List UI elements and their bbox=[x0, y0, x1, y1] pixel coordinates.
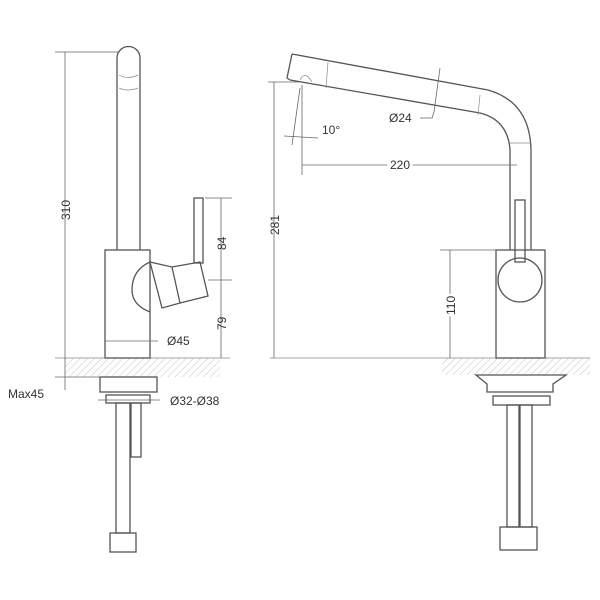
spout-outlet bbox=[118, 74, 139, 91]
mounting-stud bbox=[130, 402, 142, 458]
handle-cap bbox=[497, 257, 543, 303]
spout-upper-edge bbox=[291, 53, 532, 250]
spout-diameter-label: Ø24 bbox=[389, 111, 412, 125]
side-view: 310 Max45 84 79 Ø45 Ø32-Ø38 bbox=[8, 45, 232, 553]
faucet-body bbox=[104, 249, 151, 359]
height-label: 281 bbox=[268, 215, 282, 235]
spout-tip bbox=[286, 53, 293, 81]
reach-label: 220 bbox=[390, 158, 410, 172]
height-label: 310 bbox=[59, 200, 73, 220]
handle-body bbox=[149, 261, 209, 309]
supply-hose-right bbox=[519, 404, 533, 528]
max-deck-label: Max45 bbox=[8, 387, 44, 401]
handle-height-label: 79 bbox=[215, 316, 229, 330]
angle-line bbox=[291, 87, 301, 146]
hose-connector bbox=[499, 526, 538, 551]
lever-height-label: 84 bbox=[215, 236, 229, 250]
front-view: 281 10° 220 Ø24 110 bbox=[268, 53, 590, 551]
angle-dimension bbox=[283, 135, 319, 139]
countertop-hatch bbox=[442, 358, 590, 375]
spout-tube bbox=[116, 45, 141, 250]
supply-hose-left bbox=[506, 404, 520, 528]
handle-lever bbox=[193, 197, 204, 264]
hole-diameter-label: Ø32-Ø38 bbox=[170, 394, 220, 408]
mounting-nut bbox=[105, 394, 151, 404]
body-diameter-label: Ø45 bbox=[167, 334, 190, 348]
spout-lower-edge bbox=[289, 79, 511, 250]
body-height-label: 110 bbox=[444, 296, 458, 315]
faucet-body bbox=[495, 249, 546, 359]
supply-hose bbox=[115, 402, 131, 534]
handle-lever bbox=[514, 199, 526, 263]
handle-cartridge bbox=[131, 261, 151, 313]
spout-diameter-dimension bbox=[433, 67, 441, 113]
angle-label: 10° bbox=[322, 123, 340, 137]
mounting-flange bbox=[474, 374, 569, 393]
spout-details bbox=[299, 61, 531, 144]
mounting-flange bbox=[99, 376, 158, 393]
countertop-hatch bbox=[65, 358, 220, 377]
leader-line bbox=[420, 111, 435, 119]
hose-connector bbox=[109, 532, 137, 553]
mounting-nut bbox=[492, 395, 551, 406]
